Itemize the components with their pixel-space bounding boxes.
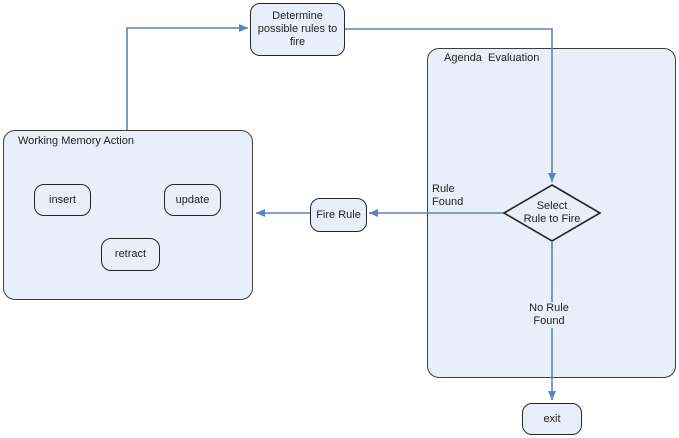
node-insert: insert [34,184,91,216]
node-working-memory-action: Working Memory Action insert update retr… [3,130,253,300]
node-update: update [164,184,221,216]
select-rule-to-fire-label: Select Rule to Fire [523,200,581,225]
retract-label: retract [114,248,147,260]
agenda-evaluation-label: Agenda Evaluation [444,52,540,64]
update-label: update [175,193,210,206]
edge-label-no-rule-found: No Rule Found [517,302,581,328]
node-fire-rule: Fire Rule [310,198,367,232]
insert-label: insert [49,193,76,206]
node-retract: retract [101,238,160,271]
determine-rules-label: Determine possible rules to fire [257,10,338,48]
node-determine-rules: Determine possible rules to fire [250,3,345,56]
node-exit: exit [522,403,582,435]
exit-label: exit [543,412,561,425]
fire-rule-label: Fire Rule [316,208,361,221]
connector-wma-to-determine [126,24,248,130]
working-memory-action-label: Working Memory Action [18,135,134,147]
edge-label-rule-found: Rule Found [432,183,464,208]
